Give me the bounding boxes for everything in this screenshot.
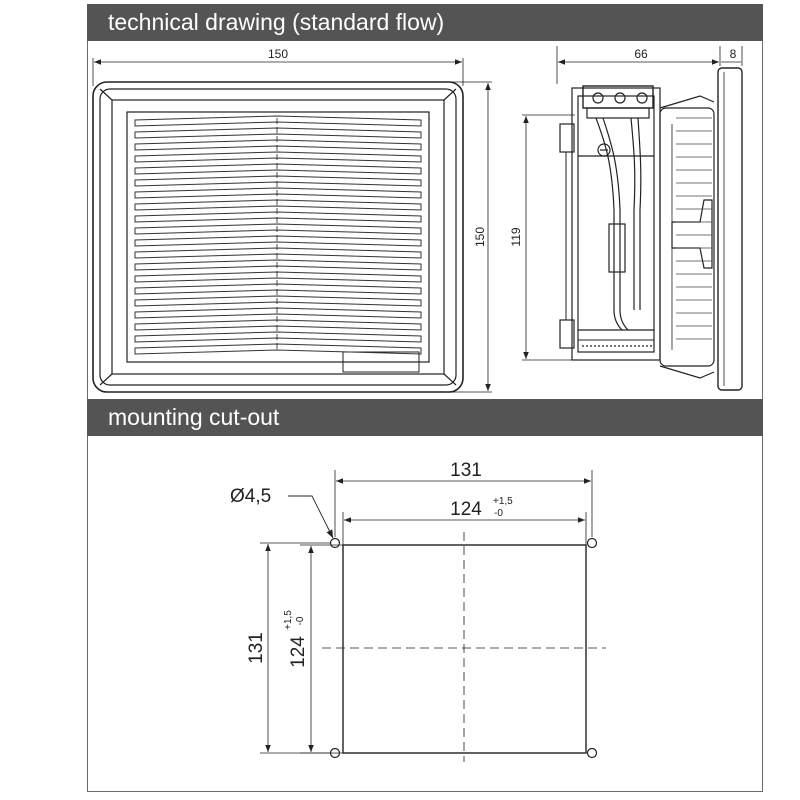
louver-slats: [134, 115, 422, 355]
front-height-dim: 150: [473, 227, 487, 247]
louver-slat: [134, 259, 422, 271]
side-flange-dim: 8: [730, 47, 737, 61]
louver-slat: [134, 127, 422, 139]
louver-slat: [134, 331, 422, 343]
mounting-hole-br: [586, 747, 598, 759]
louver-slat: [134, 295, 422, 307]
louver-slat: [134, 319, 422, 331]
cutout-outer-height: 131: [246, 632, 267, 664]
cutout-inner-width: 124: [450, 499, 482, 520]
cutout-inner-width-tol-minus: -0: [494, 508, 503, 519]
cutout-outer-width: 131: [450, 460, 482, 481]
cutout-inner-height: 124: [288, 636, 309, 668]
side-view: [522, 46, 743, 391]
fan-housing-ribs: [676, 117, 712, 340]
louver-slat: [134, 139, 422, 151]
cutout-inner-height-tol-minus: -0: [295, 616, 306, 625]
louver-slat: [134, 271, 422, 283]
louver-slat: [134, 115, 422, 127]
louver-slat: [134, 283, 422, 295]
louver-slat: [134, 223, 422, 235]
louver-slat: [134, 235, 422, 247]
louver-slat: [134, 175, 422, 187]
front-width-dim: 150: [268, 47, 288, 61]
mounting-cutout-header: mounting cut-out: [87, 399, 763, 436]
louver-slat: [134, 163, 422, 175]
louver-slat: [134, 151, 422, 163]
mounting-hole-tl: [329, 537, 341, 549]
louver-slat: [134, 199, 422, 211]
side-depth-dim: 66: [634, 47, 648, 61]
louver-slat: [134, 187, 422, 199]
louver-slat: [134, 343, 422, 355]
front-view: [92, 58, 492, 393]
hole-diameter-label: Ø4,5: [230, 486, 271, 507]
mounting-hole-tr: [586, 537, 598, 549]
cutout-inner-width-tol-plus: +1,5: [493, 496, 513, 507]
louver-slat: [134, 247, 422, 259]
side-height-dim: 119: [509, 227, 523, 246]
mounting-cutout: [260, 470, 606, 762]
technical-drawing-header: technical drawing (standard flow): [87, 4, 763, 41]
louver-slat: [134, 211, 422, 223]
louver-slat: [134, 307, 422, 319]
cutout-inner-height-tol-plus: +1,5: [283, 610, 294, 630]
